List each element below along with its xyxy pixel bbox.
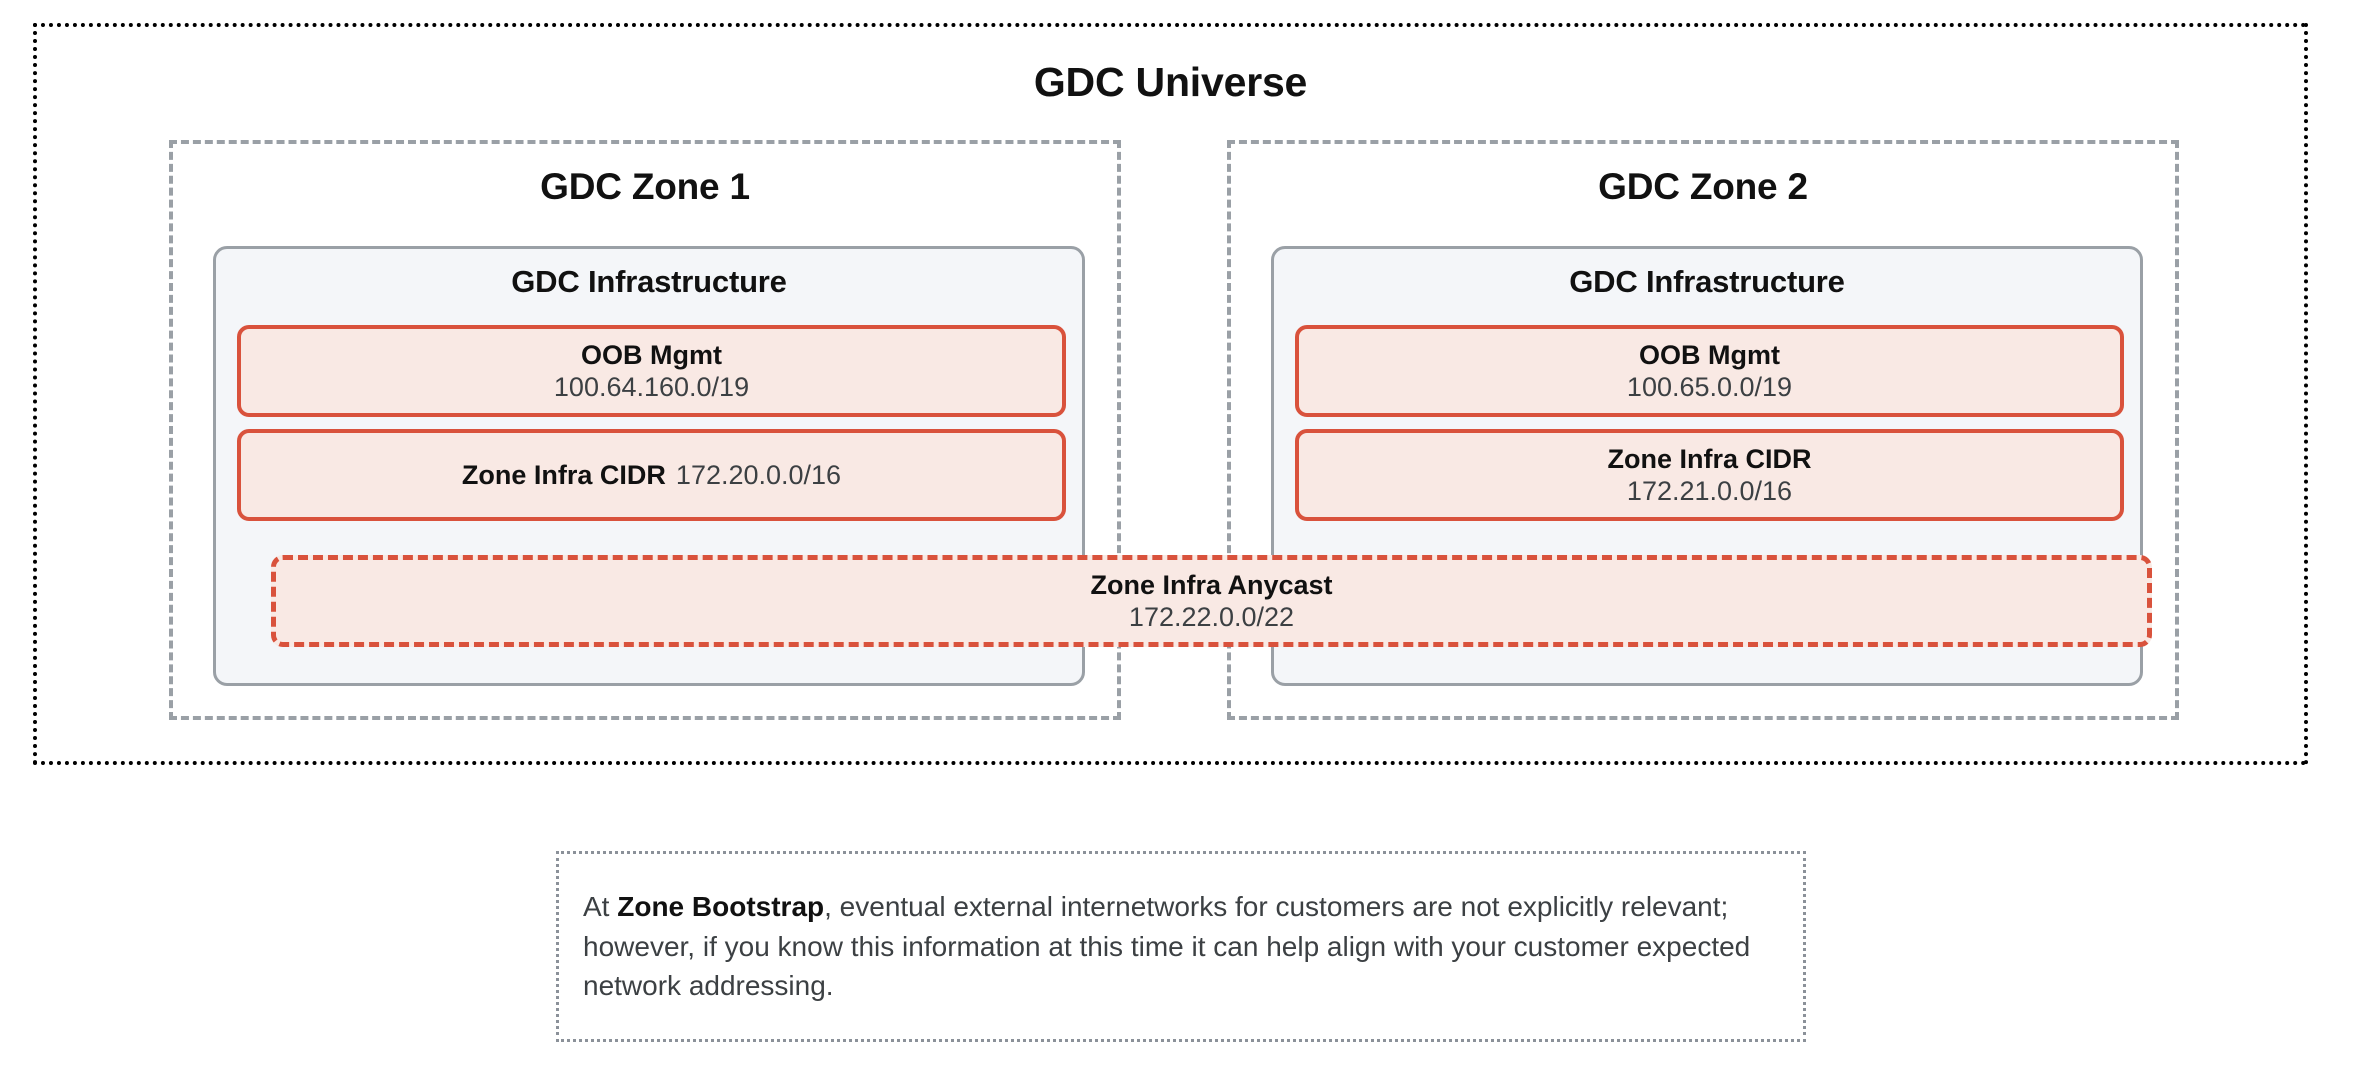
zone-2-infra-cidr-value: 172.21.0.0/16	[1626, 476, 1793, 506]
zone-2-oob-mgmt-cidr: 100.65.0.0/19	[1626, 372, 1793, 402]
note-body: , eventual external internetworks for cu…	[583, 890, 1751, 1002]
zone-infra-anycast-cidr: 172.22.0.0/22	[1128, 602, 1295, 632]
gdc-zone-1-title: GDC Zone 1	[540, 166, 750, 207]
zone-1-infrastructure-title: GDC Infrastructure	[511, 264, 787, 299]
zone-2-oob-mgmt-label: OOB Mgmt	[1639, 339, 1780, 370]
zone-infra-anycast-label: Zone Infra Anycast	[1090, 569, 1333, 600]
zone-1-infra-cidr-value: 172.20.0.0/16	[675, 459, 842, 490]
zone-1-oob-mgmt-block: OOB Mgmt 100.64.160.0/19	[237, 325, 1066, 417]
zone-1-oob-mgmt-cidr: 100.64.160.0/19	[553, 372, 750, 402]
zone-bootstrap-note: At Zone Bootstrap, eventual external int…	[556, 851, 1806, 1042]
gdc-zone-2-title: GDC Zone 2	[1598, 166, 1808, 207]
zone-bootstrap-note-text: At Zone Bootstrap, eventual external int…	[559, 887, 1803, 1006]
gdc-universe-title: GDC Universe	[1033, 59, 1308, 105]
zone-infra-anycast-block: Zone Infra Anycast 172.22.0.0/22	[271, 555, 2152, 647]
zone-1-infra-cidr-label: Zone Infra CIDR	[461, 459, 666, 490]
gdc-universe-container: GDC Universe GDC Zone 1 GDC Infrastructu…	[33, 23, 2308, 765]
zone-2-oob-mgmt-block: OOB Mgmt 100.65.0.0/19	[1295, 325, 2124, 417]
note-prefix: At	[583, 890, 618, 922]
note-emphasis: Zone Bootstrap	[617, 890, 825, 922]
zone-1-infra-cidr-block: Zone Infra CIDR 172.20.0.0/16	[237, 429, 1066, 521]
zone-1-oob-mgmt-label: OOB Mgmt	[581, 339, 722, 370]
zone-2-infra-cidr-label: Zone Infra CIDR	[1607, 443, 1812, 474]
zone-2-infra-cidr-block: Zone Infra CIDR 172.21.0.0/16	[1295, 429, 2124, 521]
zone-2-infrastructure-title: GDC Infrastructure	[1569, 264, 1845, 299]
